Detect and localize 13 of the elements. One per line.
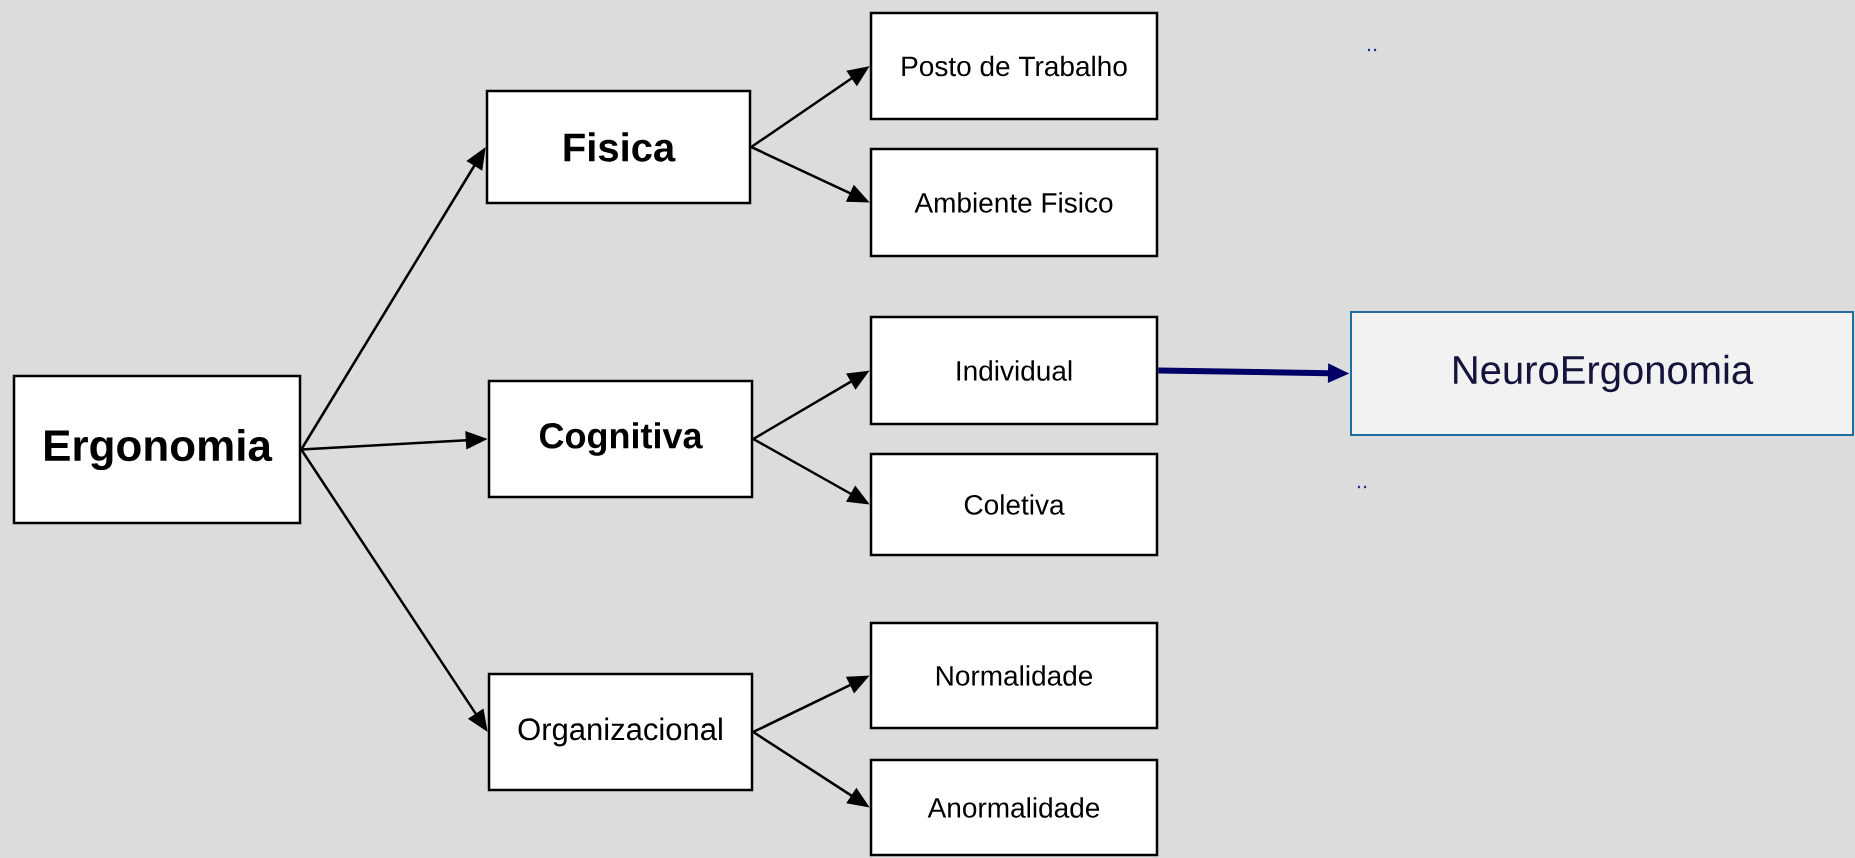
- dots-text: ..: [1367, 48, 1377, 52]
- highlight-box: NeuroErgonomia: [1350, 311, 1854, 436]
- category-box: Coletiva: [869, 452, 1159, 557]
- category-box: Individual: [869, 315, 1159, 426]
- category-box: Fisica: [485, 89, 752, 205]
- category-box: Posto de Trabalho: [869, 11, 1159, 121]
- category-box: Organizacional: [487, 672, 754, 792]
- dots-text: ..: [1357, 485, 1367, 489]
- category-box: Anormalidade: [869, 758, 1159, 857]
- category-box: Ambiente Fisico: [869, 147, 1159, 258]
- category-box: Cognitiva: [487, 379, 754, 499]
- category-box: Normalidade: [869, 621, 1159, 730]
- category-box: Ergonomia: [12, 374, 302, 525]
